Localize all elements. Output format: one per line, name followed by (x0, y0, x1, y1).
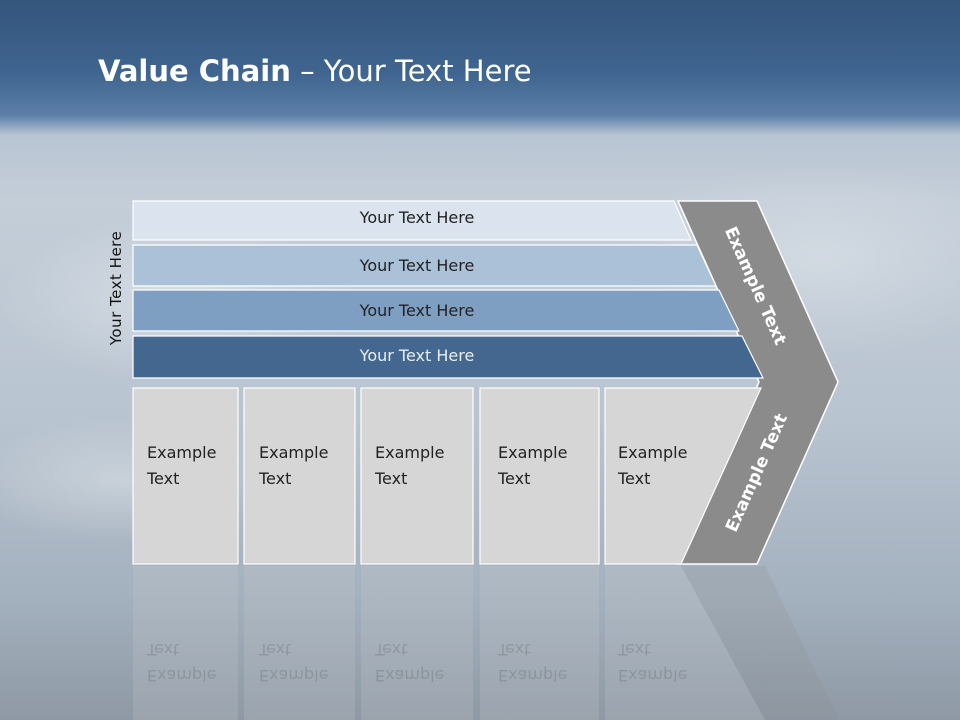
cell-reflection-1 (133, 566, 238, 720)
cell-reflection-4 (480, 566, 599, 720)
cell-1 (132, 387, 239, 565)
bar-3-label: Your Text Here (359, 301, 475, 320)
bar-1 (132, 200, 692, 241)
title-bar (0, 0, 960, 135)
cell-reflection-3 (361, 566, 473, 720)
cell-2 (243, 387, 356, 565)
bar-3 (132, 289, 740, 332)
bar-1-label: Your Text Here (359, 208, 475, 227)
chevron-arrow (676, 200, 839, 565)
chevron-reflection (681, 566, 839, 720)
cell-5 (604, 387, 762, 565)
cell-reflection-2 (244, 566, 355, 720)
page-title-rest: – Your Text Here (290, 54, 532, 88)
bar-2 (132, 244, 717, 287)
bar-4 (132, 335, 764, 379)
bar-4-label: Your Text Here (359, 346, 475, 365)
cell-reflection-5 (605, 566, 765, 720)
cell-3 (360, 387, 474, 565)
reflection (133, 566, 839, 720)
bar-2-label: Your Text Here (359, 256, 475, 275)
page-title-bold: Value Chain (98, 54, 291, 88)
cell-4 (479, 387, 600, 565)
page-title: Value Chain – Your Text Here (98, 54, 532, 88)
